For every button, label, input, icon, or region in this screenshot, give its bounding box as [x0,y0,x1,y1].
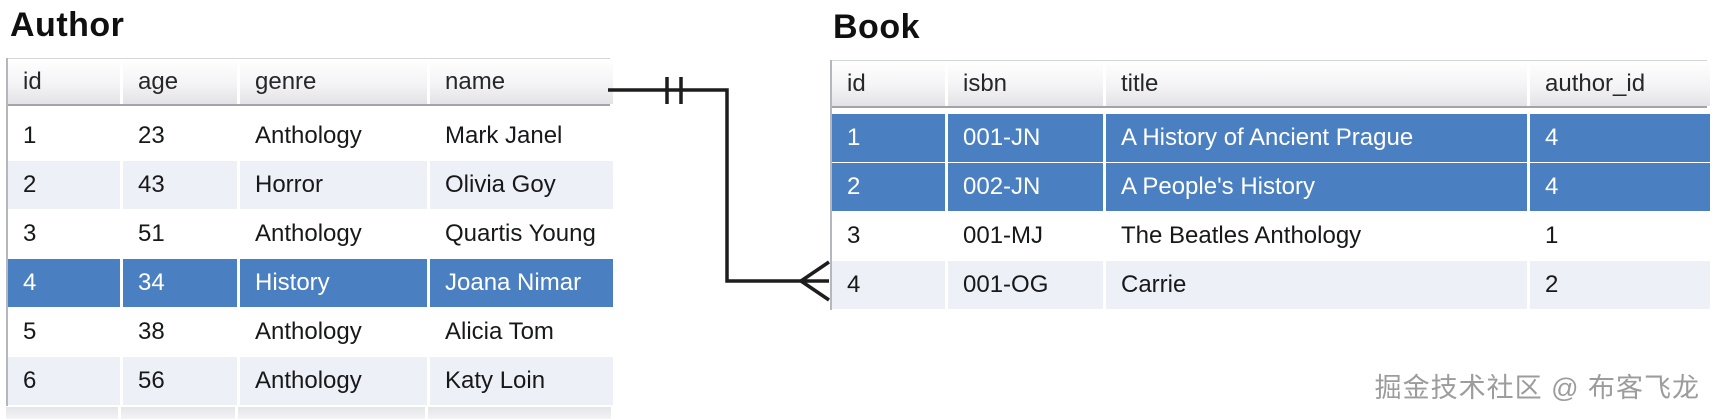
table-cell[interactable]: Olivia Goy [430,161,613,209]
table-cell[interactable]: 1 [832,114,945,162]
column-header-id[interactable]: id [8,59,120,104]
table-cell[interactable]: Joana Nimar [430,259,613,307]
table-cell[interactable]: 51 [123,210,237,258]
table-cell[interactable]: 2 [1530,261,1710,309]
table-cell[interactable]: Katy Loin [430,357,613,405]
table-cell[interactable]: 1 [1530,212,1710,260]
table-cell[interactable]: Quartis Young [430,210,613,258]
table-cell[interactable]: 43 [123,161,237,209]
table-cell[interactable]: Alicia Tom [430,308,613,356]
author-table-title: Author [10,6,125,44]
table-cell[interactable]: 001-OG [948,261,1103,309]
column-header-genre[interactable]: genre [240,59,427,104]
connector-line [608,88,801,283]
table-cell[interactable]: 3 [8,210,120,258]
table-cell[interactable]: 2 [8,161,120,209]
table-cell[interactable]: History [240,259,427,307]
column-header-title[interactable]: title [1106,61,1527,106]
table-cell[interactable]: Mark Janel [430,112,613,160]
column-header-author_id[interactable]: author_id [1530,61,1710,106]
table-cell[interactable]: A People's History [1106,163,1527,211]
table-cell[interactable]: 34 [123,259,237,307]
author-table-clipped-row [6,407,611,419]
table-cell[interactable]: 4 [1530,163,1710,211]
table-cell[interactable]: 5 [8,308,120,356]
table-cell[interactable]: Anthology [240,210,427,258]
table-cell[interactable]: 2 [832,163,945,211]
table-cell[interactable]: Anthology [240,357,427,405]
table-cell[interactable]: Anthology [240,112,427,160]
table-cell[interactable]: 23 [123,112,237,160]
table-cell[interactable]: 3 [832,212,945,260]
crow-foot-many-icon [800,260,830,302]
table-cell[interactable]: 1 [8,112,120,160]
table-cell[interactable]: 4 [8,259,120,307]
table-cell[interactable]: The Beatles Anthology [1106,212,1527,260]
column-header-id[interactable]: id [832,61,945,106]
table-cell[interactable]: 4 [1530,114,1710,162]
column-header-name[interactable]: name [430,59,613,104]
one-notation-icon [665,77,683,104]
book-table-title: Book [833,8,920,46]
watermark-text: 掘金技术社区 @ 布客飞龙 [1374,373,1700,403]
table-cell[interactable]: 6 [8,357,120,405]
table-cell[interactable]: 38 [123,308,237,356]
table-cell[interactable]: A History of Ancient Prague [1106,114,1527,162]
table-cell[interactable]: 001-MJ [948,212,1103,260]
column-header-age[interactable]: age [123,59,237,104]
column-header-isbn[interactable]: isbn [948,61,1103,106]
table-cell[interactable]: 4 [832,261,945,309]
table-cell[interactable]: 002-JN [948,163,1103,211]
table-cell[interactable]: 56 [123,357,237,405]
table-cell[interactable]: Anthology [240,308,427,356]
table-cell[interactable]: Horror [240,161,427,209]
table-cell[interactable]: 001-JN [948,114,1103,162]
table-cell[interactable]: Carrie [1106,261,1527,309]
